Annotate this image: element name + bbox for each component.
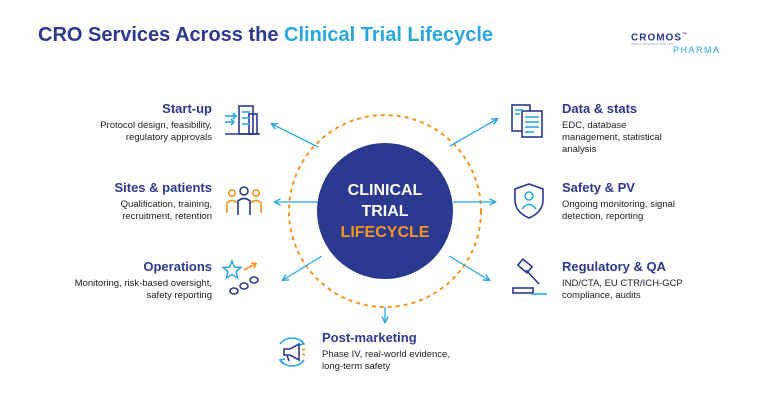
stage-data-heading: Data & stats xyxy=(562,101,638,116)
stage-sites-line-1: Qualification, training, xyxy=(120,199,212,210)
logo-word-cromos: CROMOS xyxy=(631,32,682,44)
hub-line-2: TRIAL xyxy=(361,202,409,220)
title-main: CRO Services Across the xyxy=(38,24,285,46)
shield-person-icon xyxy=(514,183,544,219)
connector-regulatory xyxy=(448,255,489,280)
stage-data-line-2: management, statistical xyxy=(562,132,662,143)
logo-line-1: CROMOS™ xyxy=(631,30,741,43)
stage-postmarketing-line-1: Phase IV, real-world evidence, xyxy=(322,349,450,360)
stage-data: Data & stats EDC, database management, s… xyxy=(562,101,742,156)
connector-startup xyxy=(272,124,319,148)
stage-operations-line-2: safety reporting xyxy=(146,290,212,301)
stage-sites: Sites & patients Qualification, training… xyxy=(12,180,212,223)
documents-icon xyxy=(511,104,543,138)
megaphone-cycle-icon xyxy=(278,337,306,367)
stage-startup-line-2: regulatory approvals xyxy=(125,132,212,143)
connector-operations xyxy=(283,255,323,280)
page-title: CRO Services Across the Clinical Trial L… xyxy=(38,24,493,47)
stage-operations-heading: Operations xyxy=(143,259,212,274)
stage-regulatory-heading: Regulatory & QA xyxy=(562,259,667,274)
stage-operations-line-1: Monitoring, risk-based oversight, xyxy=(74,278,212,289)
stage-startup: Start-up Protocol design, feasibility, r… xyxy=(12,101,212,144)
stage-sites-heading: Sites & patients xyxy=(114,180,212,195)
stage-regulatory-line-2: compliance, audits xyxy=(562,290,641,301)
connector-data xyxy=(449,119,497,147)
people-group-icon xyxy=(226,186,262,215)
stage-startup-heading: Start-up xyxy=(162,101,212,116)
stage-regulatory-line-1: IND/CTA, EU CTR/ICH-GCP xyxy=(562,278,683,289)
stage-safety-heading: Safety & PV xyxy=(562,180,635,195)
stage-postmarketing-heading: Post-marketing xyxy=(322,330,417,345)
stage-safety-line-2: detection, reporting xyxy=(562,211,644,222)
hub-line-1: CLINICAL xyxy=(347,181,423,199)
hub-line-3: LIFECYCLE xyxy=(340,223,430,241)
title-accent: Clinical Trial Lifecycle xyxy=(284,24,494,46)
stage-data-line-3: analysis xyxy=(562,144,597,155)
stage-postmarketing-line-2: long-term safety xyxy=(322,361,391,372)
stage-regulatory: Regulatory & QA IND/CTA, EU CTR/ICH-GCP … xyxy=(562,259,742,302)
stage-sites-line-2: recruitment, retention xyxy=(122,211,212,222)
logo-tagline: SMART RESEARCH FOR LIFE xyxy=(631,42,674,47)
stage-postmarketing: Post-marketing Phase IV, real-world evid… xyxy=(322,330,512,373)
logo-trademark: ™ xyxy=(682,32,688,38)
gavel-icon xyxy=(512,258,547,295)
stage-data-line-1: EDC, database xyxy=(562,120,627,131)
stage-safety-line-1: Ongoing monitoring, signal xyxy=(562,199,676,210)
lifecycle-hub: CLINICAL TRIAL LIFECYCLE xyxy=(317,143,453,279)
cromos-pharma-logo: CROMOS™ SMART RESEARCH FOR LIFE PHARMA xyxy=(631,30,741,55)
building-chart-icon xyxy=(225,105,260,135)
stage-startup-line-1: Protocol design, feasibility, xyxy=(100,120,212,131)
stage-operations: Operations Monitoring, risk-based oversi… xyxy=(12,259,212,302)
orbit-ring xyxy=(288,114,482,308)
stage-safety: Safety & PV Ongoing monitoring, signal d… xyxy=(562,180,742,223)
star-growth-icon xyxy=(222,259,259,295)
logo-line-2: PHARMA xyxy=(673,45,721,56)
